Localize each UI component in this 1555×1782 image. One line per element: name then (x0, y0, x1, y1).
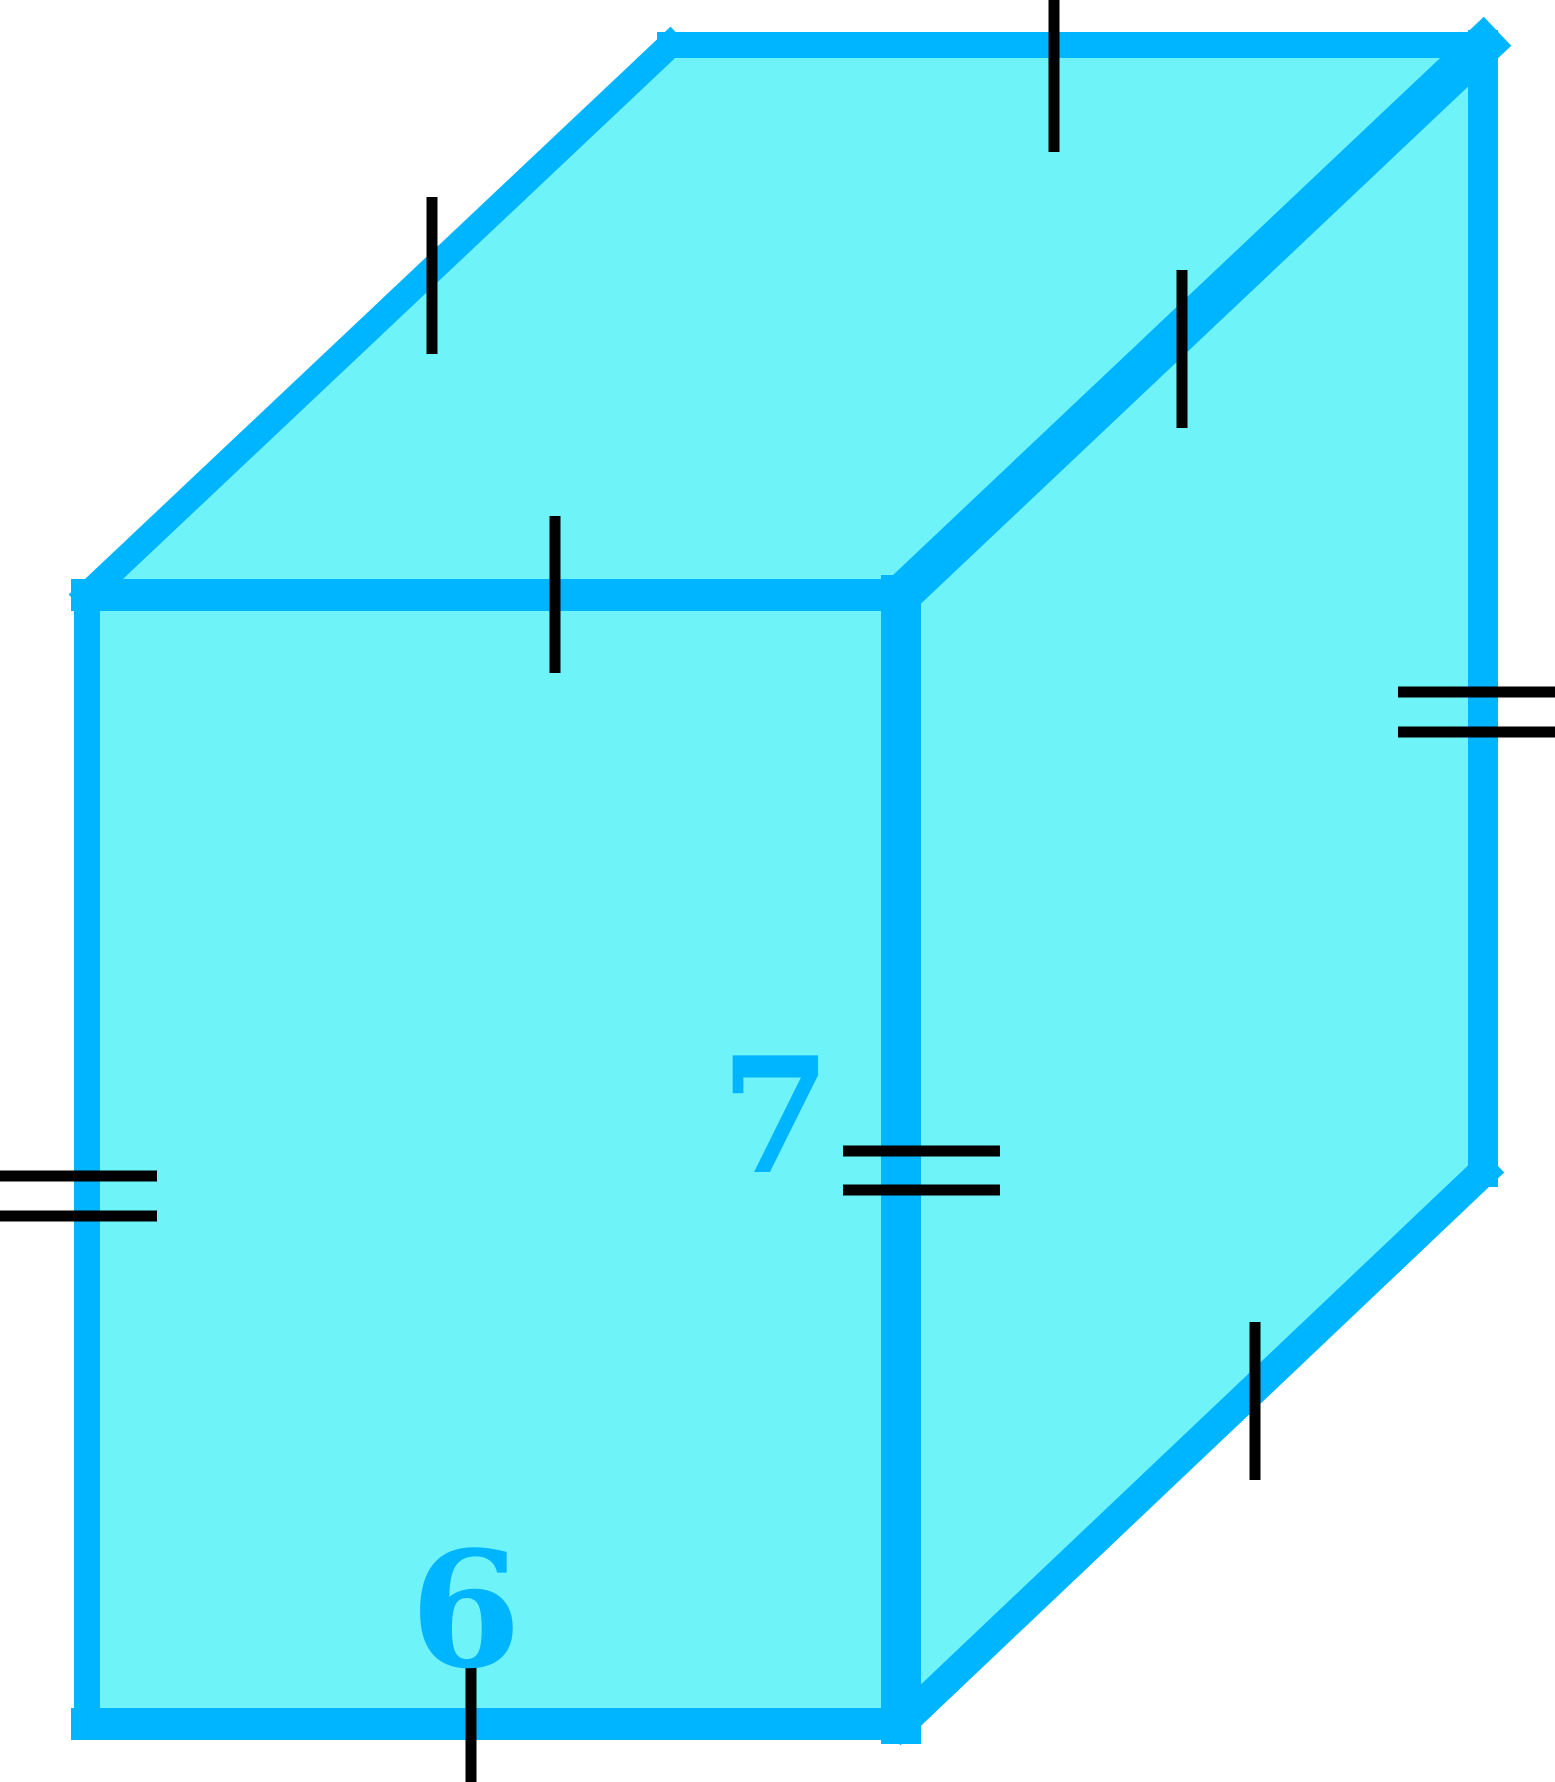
double-tick-marks (0, 686, 1555, 1222)
prism-edges (68, 16, 1512, 1746)
double-tick-back-right-vertical (1398, 686, 1555, 738)
top-face (87, 45, 1483, 595)
height-label: 7 (720, 1022, 831, 1210)
front-face (87, 595, 901, 1724)
edge-bottom-right (879, 1150, 1505, 1746)
double-tick-middle-vertical (843, 1145, 1000, 1196)
edge-top-left (68, 26, 689, 614)
single-tick-marks (426, 0, 1261, 1782)
double-tick-left-vertical (0, 1170, 157, 1222)
edge-top-right (872, 16, 1512, 624)
width-label: 6 (410, 1516, 521, 1704)
